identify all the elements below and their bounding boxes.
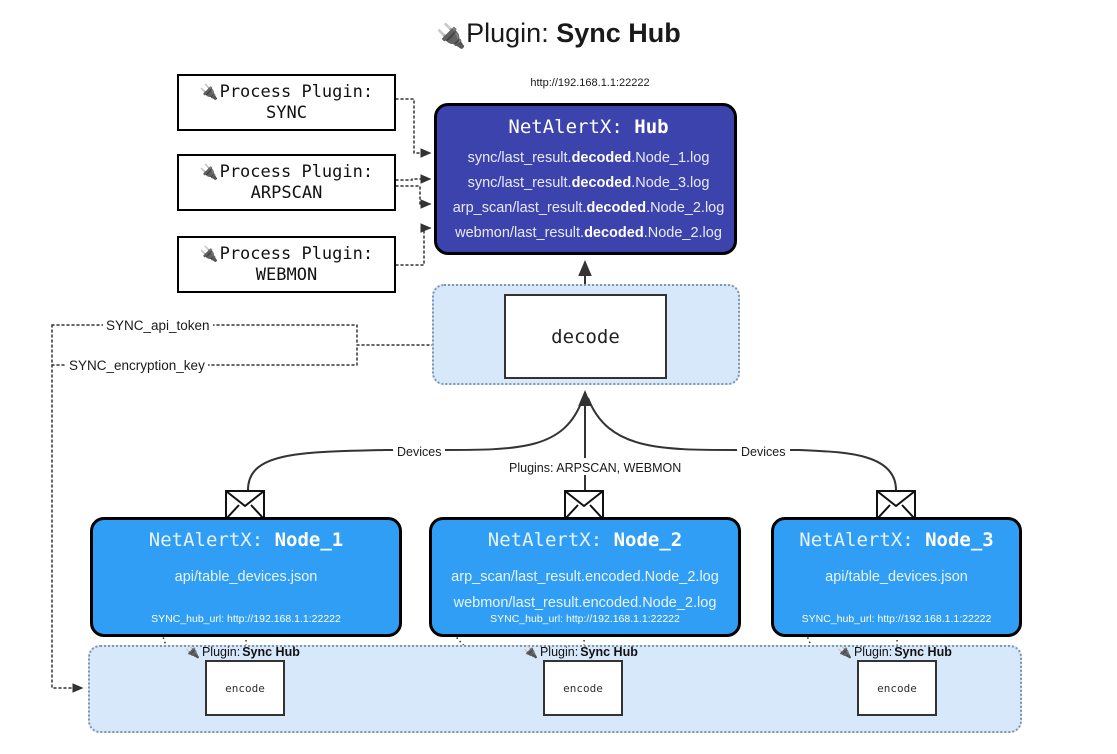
hub-log-line: arp_scan/last_result.decoded.Node_2.log (437, 196, 740, 221)
sync-encryption-key-label: SYNC_encryption_key (66, 358, 208, 373)
node-file-line: arp_scan/last_result.encoded.Node_2.log (451, 569, 719, 585)
node-title-prefix: NetAlertX: (799, 529, 926, 551)
hub-log-post: .Node_2.log (646, 200, 725, 216)
process-plugin-webmon[interactable]: 🔌Process Plugin: WEBMON (177, 236, 396, 293)
process-plugin-arpscan[interactable]: 🔌Process Plugin: ARPSCAN (177, 154, 396, 211)
page-title-name: Sync Hub (556, 18, 681, 48)
encoder-caption-name: Sync Hub (580, 645, 638, 659)
encoder-caption: 🔌Plugin: Sync Hub (185, 645, 300, 659)
hub-url-label: http://192.168.1.1:22222 (530, 77, 650, 89)
hub-title-name: Hub (634, 116, 669, 138)
process-plugin-sync[interactable]: 🔌Process Plugin: SYNC (177, 74, 396, 131)
encode-box-node-2[interactable]: encode (543, 660, 623, 716)
node-title: NetAlertX: Node_2 (432, 529, 738, 551)
node-3[interactable]: NetAlertX: Node_3 api/table_devices.json… (771, 517, 1022, 637)
envelope-icon (564, 490, 604, 520)
sync-api-token-label: SYNC_api_token (103, 318, 213, 333)
hub-log-list: sync/last_result.decoded.Node_1.log sync… (437, 146, 740, 246)
process-plugin-line2: WEBMON (255, 264, 318, 285)
process-plugin-line1: Process Plugin: (219, 162, 374, 183)
node-hub-url: SYNC_hub_url: http://192.168.1.1:22222 (151, 613, 341, 625)
encoder-caption-prefix: Plugin: (539, 645, 579, 659)
encoder-caption: 🔌Plugin: Sync Hub (837, 645, 952, 659)
hub-log-pre: sync/last_result. (467, 175, 572, 191)
envelope-icon (876, 490, 916, 520)
hub-log-pre: arp_scan/last_result. (452, 200, 587, 216)
encoder-caption: 🔌Plugin: Sync Hub (523, 645, 638, 659)
page-title: 🔌Plugin: Sync Hub (0, 18, 1117, 50)
edge-label-devices-left: Devices (393, 445, 446, 459)
hub-log-mid: decoded (571, 175, 632, 191)
hub-log-pre: sync/last_result. (467, 150, 572, 166)
node-title-name: Node_1 (274, 529, 344, 551)
hub-log-line: sync/last_result.decoded.Node_1.log (437, 146, 740, 171)
plug-icon: 🔌 (199, 245, 219, 264)
hub-log-post: .Node_3.log (631, 175, 710, 191)
node-title: NetAlertX: Node_3 (774, 529, 1019, 551)
node-hub-url: SYNC_hub_url: http://192.168.1.1:22222 (801, 613, 992, 625)
plug-icon: 🔌 (185, 645, 200, 659)
plug-icon: 🔌 (523, 645, 538, 659)
edge-label-devices-right: Devices (737, 445, 790, 459)
hub-log-mid: decoded (586, 200, 647, 216)
hub-log-mid: decoded (571, 150, 632, 166)
encoder-caption-name: Sync Hub (894, 645, 952, 659)
envelope-icon (225, 490, 265, 520)
node-1[interactable]: NetAlertX: Node_1 api/table_devices.json… (90, 517, 402, 637)
plug-icon: 🔌 (436, 23, 467, 50)
plug-icon: 🔌 (837, 645, 852, 659)
hub-node[interactable]: NetAlertX: Hub sync/last_result.decoded.… (434, 103, 737, 255)
decode-box[interactable]: decode (504, 294, 667, 379)
node-title-prefix: NetAlertX: (487, 529, 614, 551)
plug-icon: 🔌 (199, 163, 219, 182)
process-plugin-line2: ARPSCAN (250, 182, 323, 203)
process-plugin-line2: SYNC (266, 102, 307, 123)
hub-log-mid: decoded (584, 225, 644, 241)
process-plugin-line1: Process Plugin: (219, 244, 374, 265)
hub-log-line: sync/last_result.decoded.Node_3.log (437, 171, 740, 196)
node-title-prefix: NetAlertX: (148, 529, 275, 551)
node-title: NetAlertX: Node_1 (93, 529, 399, 551)
process-plugin-line1: Process Plugin: (219, 82, 374, 103)
encode-box-node-3[interactable]: encode (857, 660, 937, 716)
node-file-list: arp_scan/last_result.encoded.Node_2.log … (432, 564, 738, 616)
page-title-prefix: Plugin: (466, 18, 557, 48)
node-file-list: api/table_devices.json (93, 564, 399, 590)
node-title-name: Node_2 (613, 529, 683, 551)
hub-log-line: webmon/last_result.decoded.Node_2.log (437, 221, 740, 246)
node-file-line: api/table_devices.json (825, 569, 968, 585)
node-file-list: api/table_devices.json (774, 564, 1019, 590)
hub-title: NetAlertX: Hub (437, 116, 740, 138)
hub-log-post: .Node_2.log (643, 225, 722, 241)
hub-log-pre: webmon/last_result. (455, 225, 585, 241)
plug-icon: 🔌 (199, 83, 219, 102)
node-hub-url: SYNC_hub_url: http://192.168.1.1:22222 (490, 613, 680, 625)
hub-title-prefix: NetAlertX: (508, 116, 635, 138)
node-file-line: api/table_devices.json (174, 569, 318, 585)
encoder-caption-name: Sync Hub (242, 645, 300, 659)
node-title-name: Node_3 (925, 529, 994, 551)
node-2[interactable]: NetAlertX: Node_2 arp_scan/last_result.e… (429, 517, 741, 637)
edge-label-plugins: Plugins: ARPSCAN, WEBMON (505, 461, 686, 475)
encoder-caption-prefix: Plugin: (853, 645, 893, 659)
node-file-line: webmon/last_result.encoded.Node_2.log (453, 595, 717, 611)
encode-box-node-1[interactable]: encode (205, 660, 285, 716)
hub-log-post: .Node_1.log (631, 150, 710, 166)
encoder-caption-prefix: Plugin: (201, 645, 241, 659)
